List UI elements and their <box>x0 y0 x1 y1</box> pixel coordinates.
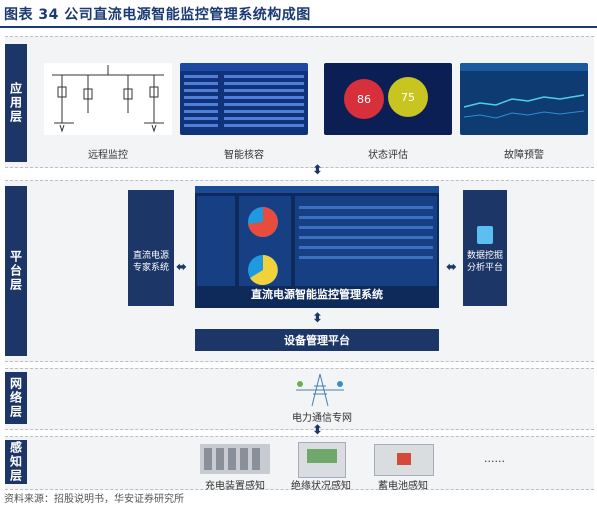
expert-system-label-1: 直流电源 <box>132 251 169 261</box>
app-layer-tag: 应用层 <box>5 44 27 162</box>
app-platform-arrow: ⬍ <box>312 163 323 178</box>
right-link-arrow: ⬌ <box>446 260 457 275</box>
app-label-capacity-check: 智能核容 <box>224 150 264 161</box>
expert-system-box: 直流电源 专家系统 <box>128 190 174 306</box>
title-divider <box>0 26 597 28</box>
app-label-remote-monitor: 远程监控 <box>88 150 128 161</box>
left-link-arrow: ⬌ <box>176 260 187 275</box>
network-label: 电力通信专网 <box>292 413 352 424</box>
source-note: 资料来源：招股说明书，华安证券研究所 <box>4 494 184 505</box>
monitoring-dashboard: 直流电源智能监控管理系统 <box>195 186 439 308</box>
platform-layer-tag: 平台层 <box>5 186 27 356</box>
app-label-fault-warning: 故障预警 <box>504 150 544 161</box>
data-mining-label-1: 数据挖掘 <box>466 251 503 261</box>
expert-system-label-2: 专家系统 <box>132 263 169 273</box>
battery-device-image <box>374 444 434 476</box>
sensing-layer-tag: 感知层 <box>5 440 27 484</box>
network-sensing-arrow: ⬍ <box>312 423 323 438</box>
app-label-status-assessment: 状态评估 <box>368 150 408 161</box>
database-icon <box>477 226 493 244</box>
power-network-icon <box>292 372 348 408</box>
data-mining-box: 数据挖掘 分析平台 <box>463 190 507 306</box>
insulation-device-image <box>298 442 346 478</box>
sense-label-insulation: 绝缘状况感知 <box>291 481 351 492</box>
sense-label-more: ...... <box>484 452 505 465</box>
remote-monitor-diagram <box>44 63 172 135</box>
device-management-platform: 设备管理平台 <box>195 329 439 351</box>
gauge-left-value: 86 <box>357 93 371 106</box>
network-layer-band <box>5 368 594 430</box>
sense-label-charger: 充电装置感知 <box>205 481 265 492</box>
sense-label-battery: 蓄电池感知 <box>378 481 428 492</box>
dashboard-title: 直流电源智能监控管理系统 <box>251 288 383 301</box>
figure-title: 图表 34 公司直流电源智能监控管理系统构成图 <box>4 7 311 23</box>
dashboard-mgmt-arrow: ⬍ <box>312 311 323 326</box>
network-layer-tag: 网络层 <box>5 372 27 424</box>
capacity-check-screen <box>180 63 308 135</box>
status-assessment-screen: 86 75 <box>324 63 452 135</box>
gauge-right-value: 75 <box>401 91 415 104</box>
data-mining-label-2: 分析平台 <box>466 263 503 273</box>
fault-warning-screen <box>460 63 588 135</box>
charger-device-image <box>200 444 270 474</box>
